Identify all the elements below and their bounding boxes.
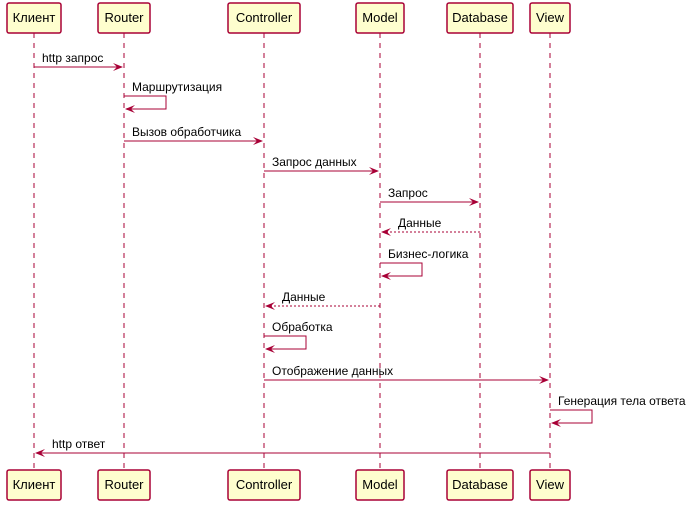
message-2: Маршрутизация <box>124 80 222 113</box>
lifelines <box>33 33 551 470</box>
participant-client-bottom: Клиент <box>6 469 62 501</box>
participant-label: Model <box>362 477 398 492</box>
message-label: http ответ <box>52 437 106 451</box>
arrow-head <box>265 302 275 310</box>
message-label: Генерация тела ответа <box>558 394 686 408</box>
participant-label: Controller <box>236 10 293 25</box>
participant-label: Клиент <box>13 477 56 492</box>
arrow-head <box>381 272 391 280</box>
message-7: Бизнес-логика <box>380 247 469 280</box>
arrow-head <box>539 376 549 384</box>
participant-label: View <box>536 477 565 492</box>
participant-label: Controller <box>236 477 293 492</box>
participant-label: Router <box>104 477 144 492</box>
participant-label: Клиент <box>13 10 56 25</box>
participant-model-top: Model <box>355 2 405 34</box>
message-5: Запрос <box>380 186 479 206</box>
message-line <box>550 409 593 424</box>
participant-box <box>446 469 514 501</box>
message-6: Данные <box>381 216 480 236</box>
arrow-head <box>469 198 479 206</box>
message-label: Вызов обработчика <box>132 125 242 139</box>
arrow-head <box>381 228 391 236</box>
participants-top: Клиент Router Controller Model Database View <box>6 2 571 34</box>
participant-box <box>227 2 301 34</box>
participant-database-bottom: Database <box>446 469 514 501</box>
participant-box <box>227 469 301 501</box>
participant-box <box>446 2 514 34</box>
message-line <box>264 335 307 350</box>
message-line <box>124 95 167 110</box>
participant-box <box>529 469 571 501</box>
participant-view-top: View <box>529 2 571 34</box>
message-label: Запрос данных <box>272 155 357 169</box>
message-label: Бизнес-логика <box>388 247 469 261</box>
message-11: Генерация тела ответа <box>550 394 686 427</box>
arrow-head <box>125 105 135 113</box>
participant-label: Router <box>104 10 144 25</box>
participant-label: Model <box>362 10 398 25</box>
participant-router-top: Router <box>97 2 151 34</box>
participant-controller-bottom: Controller <box>227 469 301 501</box>
message-1: http запрос <box>34 51 123 71</box>
message-12: http ответ <box>35 437 550 457</box>
arrow-head <box>35 449 45 457</box>
participant-label: Database <box>452 10 508 25</box>
participant-model-bottom: Model <box>355 469 405 501</box>
message-3: Вызов обработчика <box>124 125 263 145</box>
message-label: http запрос <box>42 51 103 65</box>
participant-controller-top: Controller <box>227 2 301 34</box>
arrow-head <box>265 345 275 353</box>
message-9: Обработка <box>264 320 333 353</box>
participant-box <box>6 469 62 501</box>
participant-router-bottom: Router <box>97 469 151 501</box>
participant-label: View <box>536 10 565 25</box>
message-label: Отображение данных <box>272 364 393 378</box>
participants-bottom: Клиент Router Controller Model Database View <box>6 469 571 501</box>
arrow-head <box>551 419 561 427</box>
arrow-head <box>113 63 123 71</box>
message-10: Отображение данных <box>264 364 549 384</box>
participant-database-top: Database <box>446 2 514 34</box>
participant-box <box>6 2 62 34</box>
arrow-head <box>369 167 379 175</box>
participant-client-top: Клиент <box>6 2 62 34</box>
message-label: Обработка <box>272 320 333 334</box>
participant-box <box>529 2 571 34</box>
participant-box <box>355 2 405 34</box>
message-4: Запрос данных <box>264 155 379 175</box>
message-label: Данные <box>398 216 442 230</box>
message-label: Запрос <box>388 186 428 200</box>
message-label: Маршрутизация <box>132 80 222 94</box>
participant-box <box>97 2 151 34</box>
participant-box <box>97 469 151 501</box>
participant-view-bottom: View <box>529 469 571 501</box>
participant-label: Database <box>452 477 508 492</box>
arrow-head <box>253 137 263 145</box>
message-line <box>380 262 423 277</box>
message-label: Данные <box>282 290 326 304</box>
message-8: Данные <box>265 290 380 310</box>
participant-box <box>355 469 405 501</box>
